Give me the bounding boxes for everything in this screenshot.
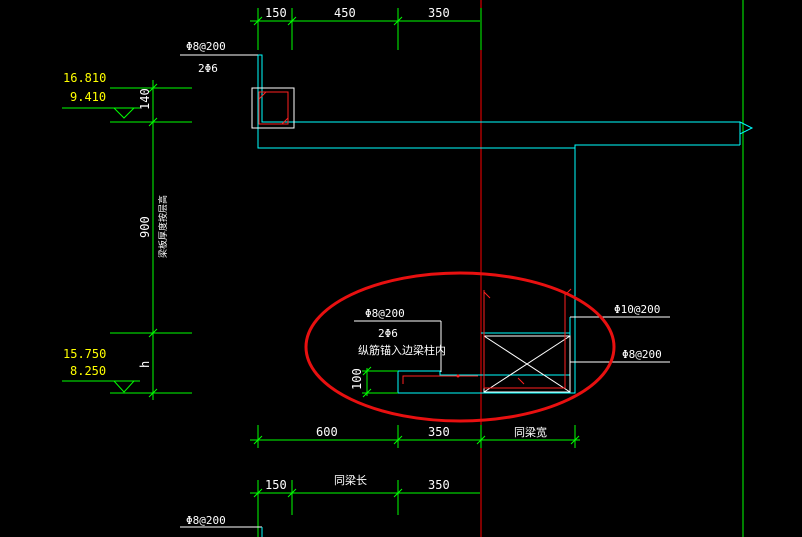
bottom-dim-3: 350 <box>428 478 450 492</box>
mid-dim-1: 600 <box>316 425 338 439</box>
vdim-bottom: h <box>138 361 152 368</box>
level-upper-top: 16.810 <box>63 71 106 85</box>
top-dim-1: 150 <box>265 6 287 20</box>
top-dim-2: 450 <box>334 6 356 20</box>
rebar-dot <box>456 374 460 378</box>
right-arrow-marker <box>739 121 754 135</box>
vdim-middle: 900 <box>138 216 152 238</box>
level-lower-bottom: 8.250 <box>70 364 106 378</box>
top-dimension-chain <box>250 8 482 50</box>
right-stirrup-label-2: Φ8@200 <box>622 348 662 361</box>
mid-dim-2: 350 <box>428 425 450 439</box>
vertical-note: 梁板厚度按层高 <box>157 195 169 258</box>
vdim-top: 140 <box>138 88 152 110</box>
level-upper-bottom: 9.410 <box>70 90 106 104</box>
void-cross-2 <box>483 335 571 393</box>
mid-dim-3: 同梁宽 <box>514 425 547 439</box>
highlight-ellipse <box>304 271 616 423</box>
level-symbol-upper <box>62 107 140 119</box>
detail-height-dim-line <box>362 366 398 398</box>
upper-beam-box <box>251 87 295 129</box>
detail-bars-label: 2Φ6 <box>378 327 398 340</box>
right-stirrup-label-1: Φ10@200 <box>614 303 660 316</box>
level-symbol-lower <box>62 380 140 393</box>
detail-height-dim: 100 <box>350 368 364 390</box>
left-vertical-dims <box>110 80 192 400</box>
top-stirrup-label: Φ8@200 <box>186 40 226 53</box>
level-lower-top: 15.750 <box>63 347 106 361</box>
upper-slab-outline <box>257 54 741 149</box>
bottom-dim-2: 同梁长 <box>334 473 367 487</box>
bottom-stirrup-label: Φ8@200 <box>186 514 226 527</box>
detail-stirrup-label: Φ8@200 <box>365 307 405 320</box>
detail-note: 纵筋锚入边梁柱内 <box>358 343 446 357</box>
mid-dimension-chain <box>250 425 580 448</box>
top-bars-label: 2Φ6 <box>198 62 218 75</box>
top-dim-3: 350 <box>428 6 450 20</box>
bottom-dim-1: 150 <box>265 478 287 492</box>
upper-beam-rebar <box>258 91 289 125</box>
